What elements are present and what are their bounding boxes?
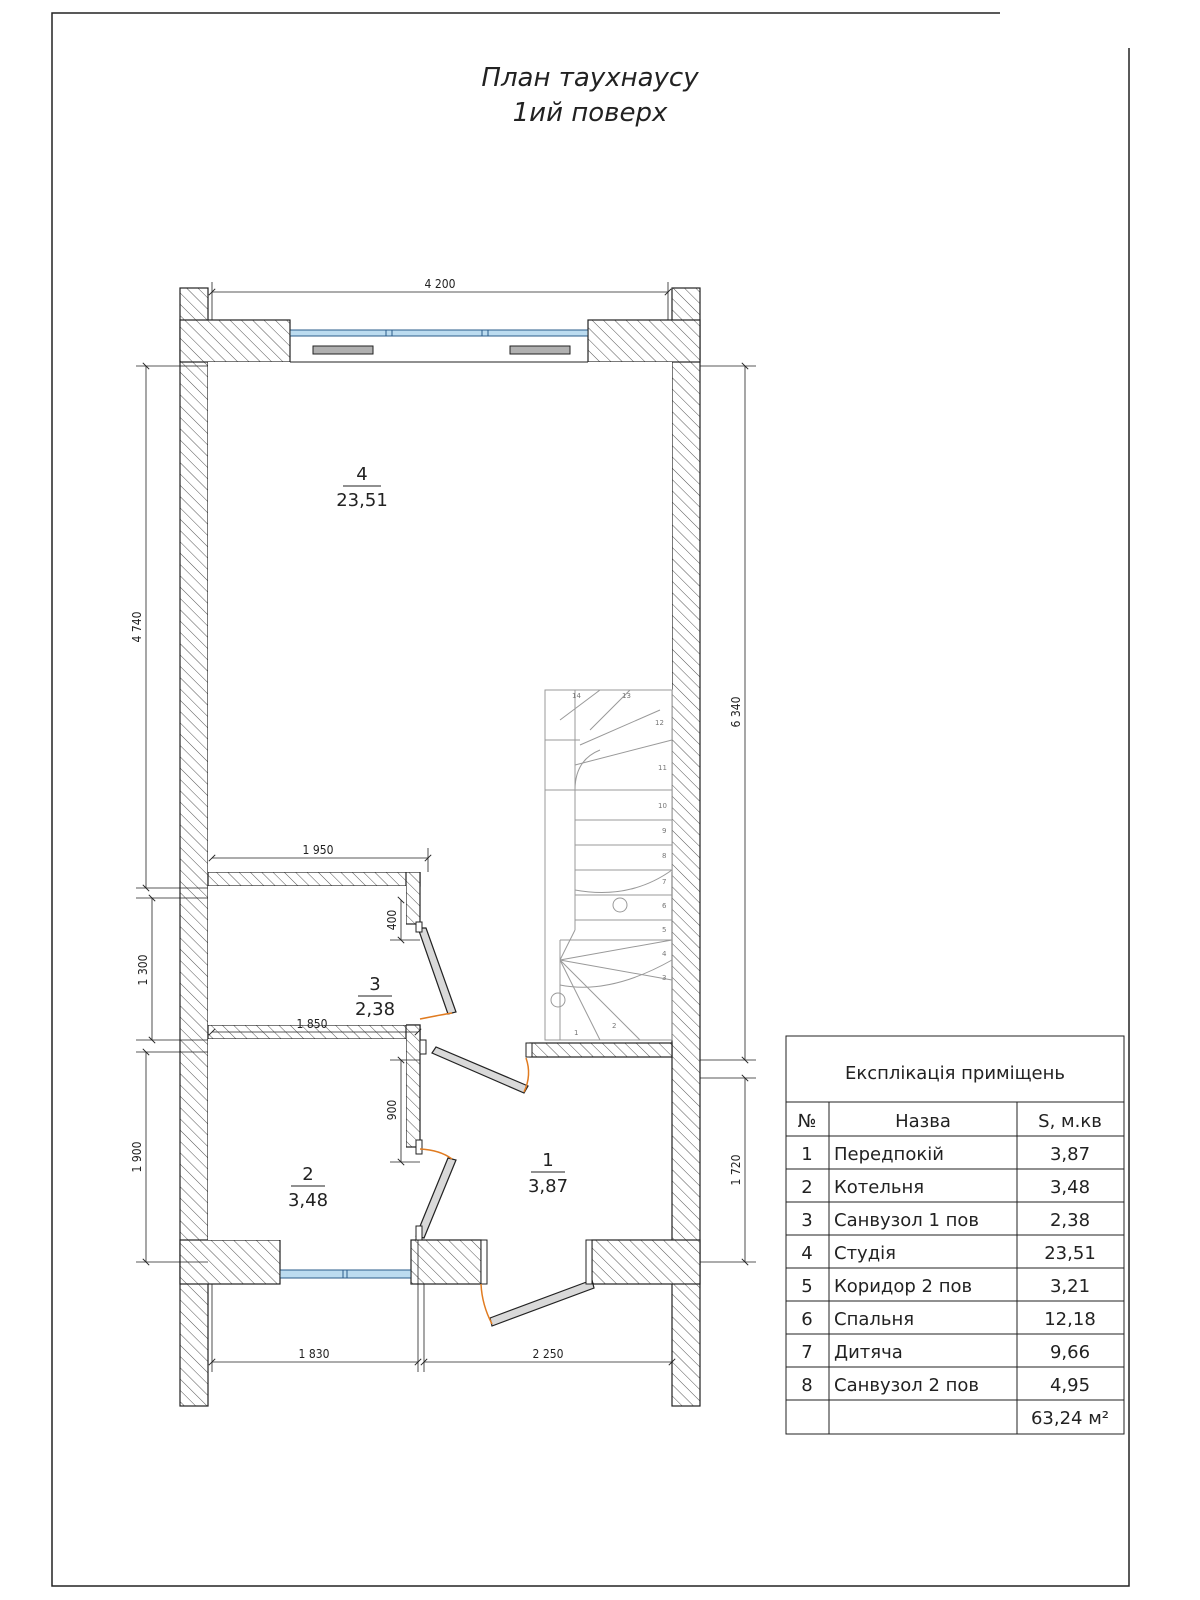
table-cell-area: 23,51 (1044, 1243, 1096, 1264)
stair-step-number: 10 (658, 802, 667, 810)
dim-left-middle: 1 300 (136, 954, 150, 985)
stair-step-number: 13 (622, 692, 631, 700)
dim-right-upper: 6 340 (729, 696, 743, 727)
dimension-labels: 4 200 4 740 1 300 1 900 6 340 1 720 1 95… (130, 277, 743, 1361)
stair-step-number: 5 (662, 926, 666, 934)
table-header-area: S, м.кв (1038, 1111, 1102, 1132)
stair-step-number: 2 (612, 1022, 616, 1030)
plan-subtitle: 1ий поверх (513, 98, 668, 128)
stair-step-number: 8 (662, 852, 666, 860)
room-area: 2,38 (355, 999, 395, 1020)
table-cell-name: Котельня (834, 1177, 924, 1198)
room-area: 3,48 (288, 1190, 328, 1211)
table-total-area: 63,24 м² (1031, 1408, 1109, 1429)
dim-inner-1950: 1 950 (303, 843, 334, 857)
table-cell-area: 3,48 (1050, 1177, 1090, 1198)
table-cell-area: 3,21 (1050, 1276, 1090, 1297)
stair-step-number: 11 (658, 764, 667, 772)
table-cell-name: Спальня (834, 1309, 914, 1330)
room-schedule-text: Експлікація приміщень № Назва S, м.кв 1 … (798, 1063, 1109, 1429)
room-label-4: 4 23,51 (336, 464, 388, 511)
dim-right-lower: 1 720 (729, 1154, 743, 1185)
room-number: 4 (356, 464, 367, 485)
dim-bottom-left: 1 830 (299, 1347, 330, 1361)
door-swings (419, 1012, 530, 1325)
dim-bottom-right: 2 250 (533, 1347, 564, 1361)
table-cell-name: Передпокій (834, 1144, 944, 1165)
room-number: 3 (369, 974, 380, 995)
table-cell-num: 7 (801, 1342, 812, 1363)
room-labels: 4 23,51 3 2,38 2 3,48 1 3,87 (288, 464, 568, 1211)
dim-left-lower: 1 900 (130, 1141, 144, 1172)
room-number: 2 (302, 1164, 313, 1185)
bottom-window (279, 1240, 412, 1284)
frame-corner-mask (1000, 8, 1135, 48)
room-label-2: 2 3,48 (288, 1164, 328, 1211)
table-header-name: Назва (895, 1111, 951, 1132)
dim-inner-400: 400 (385, 910, 399, 931)
stair-step-number: 14 (572, 692, 581, 700)
table-cell-area: 9,66 (1050, 1342, 1090, 1363)
stair-step-number: 6 (662, 902, 667, 910)
dim-inner-900: 900 (385, 1100, 399, 1121)
stair-step-number: 12 (655, 719, 664, 727)
stair-step-number: 9 (662, 827, 666, 835)
stair-step-number: 7 (662, 878, 666, 886)
sheet-frame (51, 12, 1130, 1587)
stair-step-number: 1 (574, 1029, 578, 1037)
room-schedule-table (785, 1035, 1125, 1435)
table-cell-name: Санвузол 1 пов (834, 1210, 979, 1231)
room-area: 3,87 (528, 1176, 568, 1197)
table-cell-num: 6 (801, 1309, 812, 1330)
table-cell-num: 1 (801, 1144, 812, 1165)
table-cell-area: 4,95 (1050, 1375, 1090, 1396)
table-cell-area: 12,18 (1044, 1309, 1096, 1330)
room-label-3: 3 2,38 (355, 974, 395, 1020)
table-header-num: № (798, 1111, 817, 1132)
table-cell-area: 3,87 (1050, 1144, 1090, 1165)
table-cell-name: Дитяча (834, 1342, 903, 1363)
dim-left-upper: 4 740 (130, 611, 144, 642)
doors (415, 927, 595, 1327)
table-cell-name: Санвузол 2 пов (834, 1375, 979, 1396)
plan-title: План таухнаусу (481, 63, 699, 93)
room-interiors (208, 362, 672, 1240)
staircase (544, 689, 673, 1041)
table-cell-num: 5 (801, 1276, 812, 1297)
table-cell-num: 4 (801, 1243, 812, 1264)
table-cell-num: 8 (801, 1375, 812, 1396)
table-cell-num: 2 (801, 1177, 812, 1198)
dim-inner-1850: 1 850 (297, 1017, 328, 1031)
dimension-lines (136, 282, 756, 1372)
stair-step-number: 4 (662, 950, 667, 958)
top-window (289, 320, 589, 363)
room-area: 23,51 (336, 490, 388, 511)
table-cell-num: 3 (801, 1210, 812, 1231)
room-label-1: 1 3,87 (528, 1150, 568, 1197)
room-number: 1 (542, 1150, 553, 1171)
stair-step-numbers: 1 2 3 4 5 6 7 8 9 10 11 12 13 14 (572, 692, 667, 1037)
table-cell-name: Студія (834, 1243, 896, 1264)
dim-top-width: 4 200 (425, 277, 456, 291)
stair-step-number: 3 (662, 974, 666, 982)
table-cell-area: 2,38 (1050, 1210, 1090, 1231)
table-title: Експлікація приміщень (845, 1063, 1065, 1084)
door-frames (415, 921, 593, 1285)
table-cell-name: Коридор 2 пов (834, 1276, 972, 1297)
